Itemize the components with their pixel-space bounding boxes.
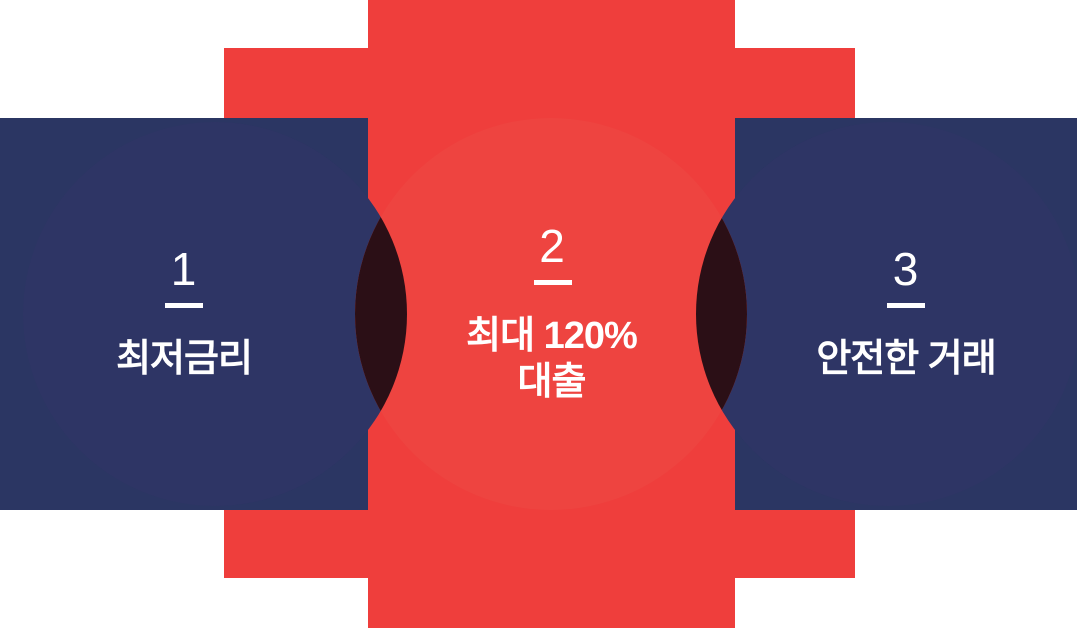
step-1-number-group: 1 (165, 246, 203, 308)
step-1-number-underline (165, 302, 203, 308)
step-2-number-group: 2 (533, 219, 572, 285)
step-3-number-underline (887, 302, 925, 308)
step-2[interactable]: 2 최대 120% 대출 (368, 0, 735, 628)
step-3-number: 3 (892, 242, 920, 295)
step-1-number: 1 (170, 242, 198, 295)
step-3-label: 안전한 거래 (816, 337, 996, 380)
step-1-label: 최저금리 (116, 337, 253, 380)
step-1[interactable]: 1 최저금리 (0, 0, 368, 628)
step-2-number-underline (533, 279, 572, 285)
step-3[interactable]: 3 안전한 거래 (735, 0, 1077, 628)
step-2-number: 2 (539, 219, 566, 272)
step-2-label: 최대 120% 대출 (466, 314, 638, 403)
red-circle-center (355, 118, 747, 510)
step-3-number-group: 3 (887, 246, 925, 308)
